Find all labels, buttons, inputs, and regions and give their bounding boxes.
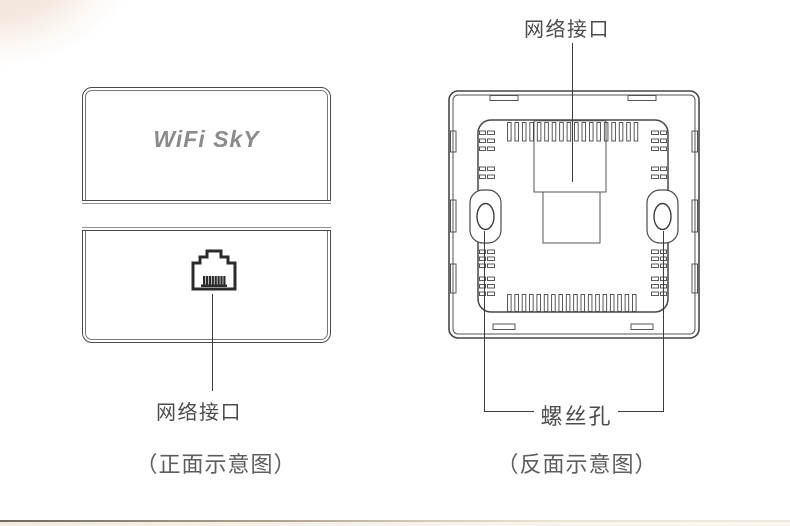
screw-connector-right — [618, 410, 664, 412]
back-port-label: 网络接口 — [524, 19, 610, 41]
screw-leader-line-right — [663, 231, 665, 412]
front-port-label: 网络接口 — [156, 402, 242, 424]
brand-logo: WiFi SkY — [153, 126, 260, 152]
back-panel-drawing — [448, 90, 700, 339]
front-panel-drawing: WiFi SkY — [82, 87, 331, 343]
back-module-outline — [477, 119, 669, 313]
background-photo-corner — [0, 0, 140, 70]
screw-leader-line-left — [484, 231, 486, 412]
front-caption: （正面示意图） — [135, 452, 297, 477]
rj45-socket-block — [542, 191, 601, 244]
screw-holes-label: 螺丝孔 — [540, 404, 613, 429]
back-caption: （反面示意图） — [496, 452, 658, 477]
back-port-leader-line — [571, 43, 573, 182]
mounting-tabs — [450, 95, 698, 330]
bottom-divider-line — [0, 520, 790, 523]
front-port-leader-line — [212, 294, 214, 391]
bottom-vent-slats-icon — [507, 294, 637, 312]
front-divider-band-inner-line — [82, 202, 331, 229]
front-divider-band — [82, 200, 331, 231]
rj45-port-icon — [191, 249, 237, 291]
screw-connector-left — [484, 410, 534, 412]
screw-hole-right-icon — [653, 202, 672, 231]
left-vent-slats-icon — [479, 130, 495, 296]
screw-hole-left-icon — [476, 202, 495, 231]
bottom-strip — [0, 522, 790, 526]
back-outer-frame — [448, 90, 700, 339]
top-vent-slats-icon — [507, 122, 639, 142]
